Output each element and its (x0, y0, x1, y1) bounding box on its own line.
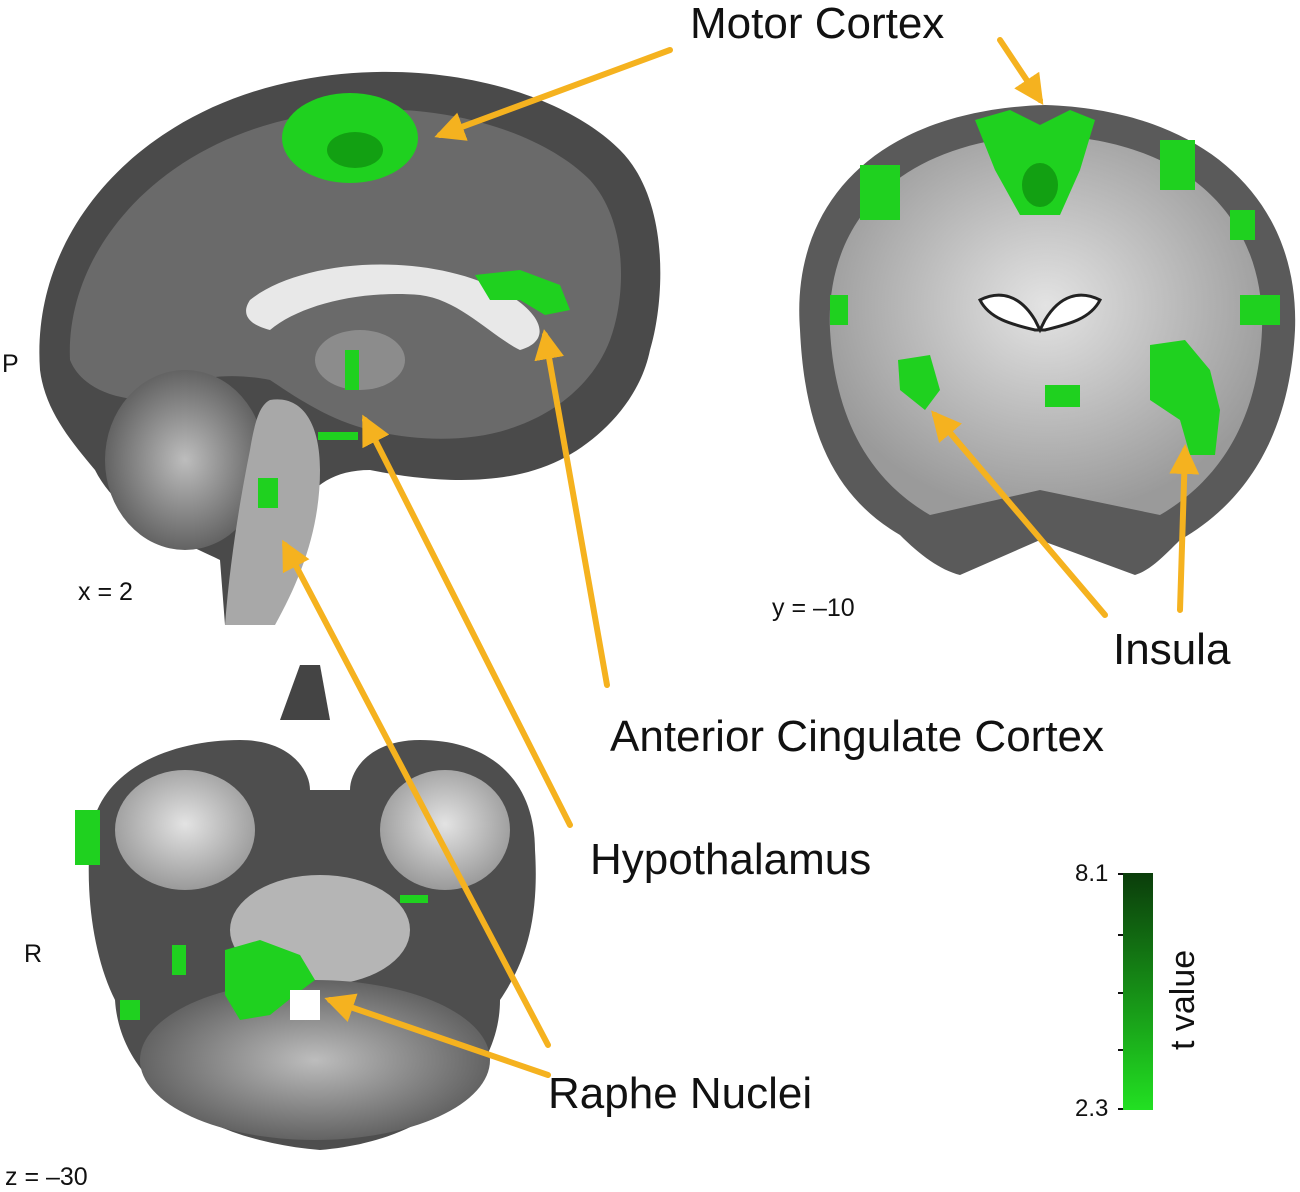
arrow-motor-coronal (997, 37, 1044, 105)
insula-activation-right (1150, 340, 1220, 455)
arrow-insula-right (1169, 444, 1200, 613)
sagittal-coord-label: x = 2 (78, 578, 133, 606)
arrow-raphe-axial (324, 993, 551, 1078)
axial-outline (280, 665, 330, 720)
orientation-posterior-label: P (2, 350, 19, 378)
axial-slice (75, 665, 536, 1150)
temporal-lobe-right (115, 770, 255, 890)
label-insula: Insula (1113, 625, 1231, 674)
annotation-arrows (282, 37, 1200, 1078)
arrow-acc (534, 329, 610, 688)
acc-activation (475, 270, 570, 315)
colorbar-ticks (1118, 873, 1123, 1110)
colorbar (1123, 873, 1153, 1110)
insula-activation-left (898, 355, 940, 410)
arrow-hypothalamus (362, 414, 573, 828)
label-motor-cortex: Motor Cortex (690, 0, 945, 48)
corpus-callosum (246, 264, 540, 350)
colorbar-min-label: 2.3 (1075, 1095, 1109, 1122)
raphe-activation (225, 940, 315, 1020)
thalamus (315, 330, 405, 390)
label-raphe-nuclei: Raphe Nuclei (548, 1069, 813, 1118)
label-anterior-cingulate-cortex: Anterior Cingulate Cortex (610, 712, 1105, 761)
sagittal-slice (39, 71, 661, 626)
arrow-insula-left (931, 410, 1108, 618)
temporal-lobe-left (380, 770, 510, 890)
axial-coord-label: z = –30 (5, 1163, 88, 1191)
colorbar-title: t value (1164, 949, 1202, 1050)
cerebellum (105, 370, 265, 550)
motor-activation-coronal (975, 110, 1095, 215)
arrow-raphe-sagittal (282, 539, 551, 1048)
coronal-coord-label: y = –10 (772, 594, 855, 622)
arrow-motor-sagittal (434, 47, 673, 141)
ventricles (977, 293, 1103, 334)
orientation-right-label: R (24, 940, 43, 968)
coronal-slice (799, 105, 1296, 575)
label-hypothalamus: Hypothalamus (590, 835, 872, 884)
axial-cerebellum (140, 980, 490, 1140)
colorbar-max-label: 8.1 (1075, 860, 1109, 887)
